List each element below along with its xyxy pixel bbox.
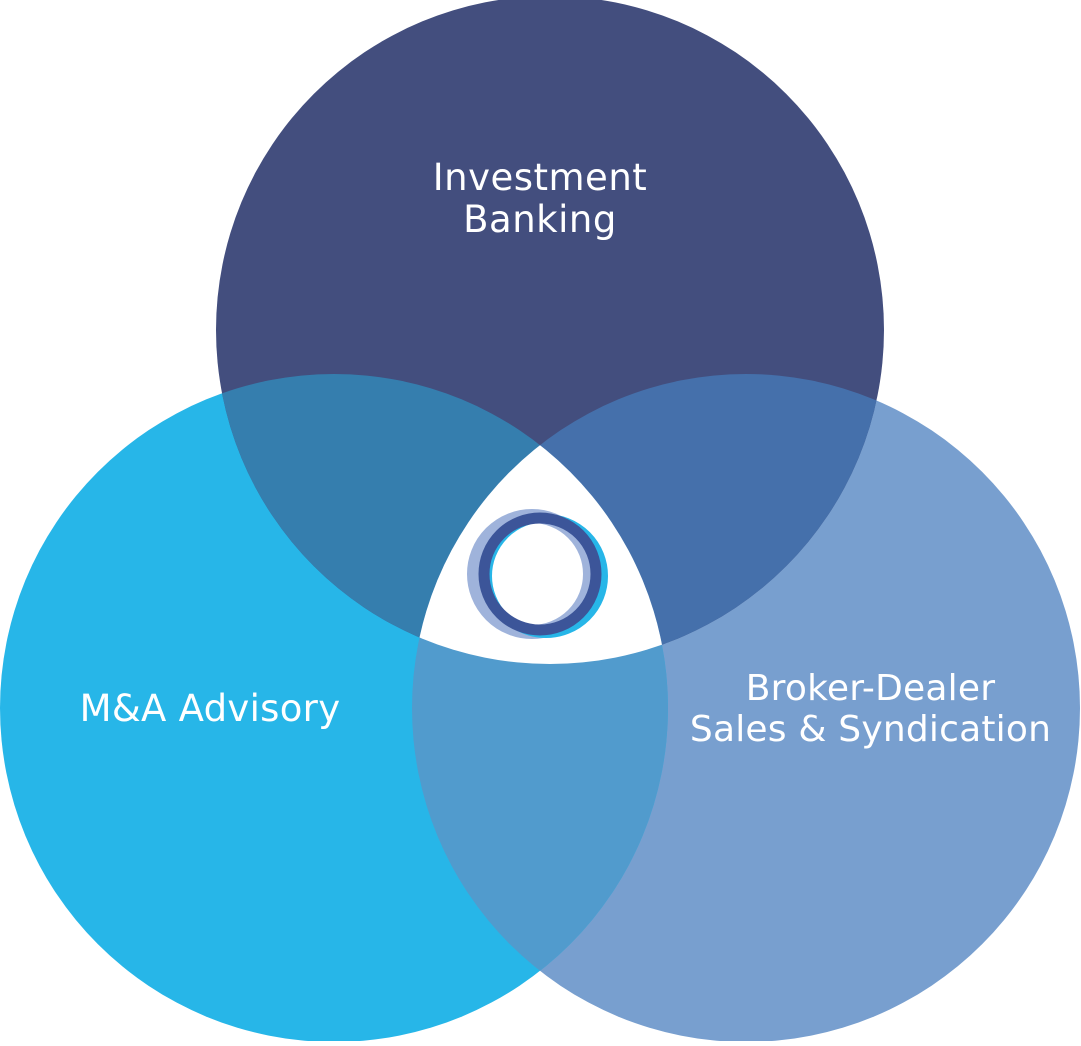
logo-ring-icon [467, 509, 608, 639]
